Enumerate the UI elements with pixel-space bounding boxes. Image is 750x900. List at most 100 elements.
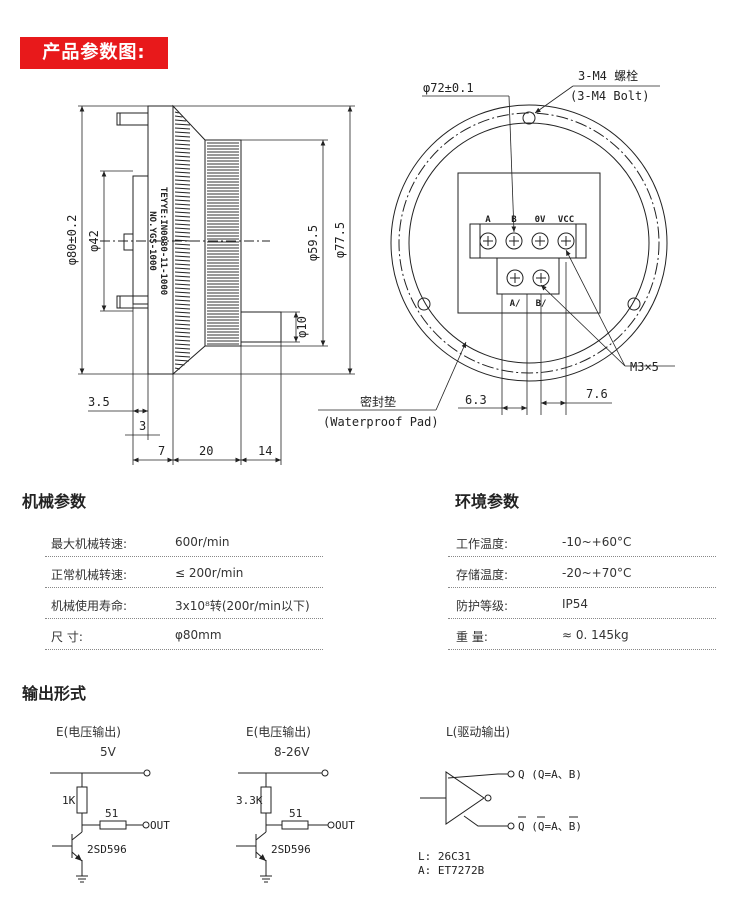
dial-tick (174, 307, 191, 310)
env-params-title: 环境参数 (455, 492, 520, 511)
param-label: 存储温度: (456, 568, 509, 582)
dial-tick (174, 367, 180, 370)
param-value: -10~+60°C (562, 535, 632, 549)
dial-tick (174, 143, 191, 146)
dial-tick (174, 171, 191, 174)
dial-tick (174, 231, 191, 234)
dial-tick (174, 179, 191, 182)
dial-tick (174, 271, 191, 274)
dial-tick (174, 187, 191, 190)
mech-params-title: 机械参数 (22, 492, 87, 511)
env-row-weight: 重 量:≈ 0. 145kg (448, 619, 716, 650)
mech-params-table: 最大机械转速:600r/min 正常机械转速:≤ 200r/min 机械使用寿命… (45, 526, 323, 650)
param-value: IP54 (562, 597, 589, 611)
terminal-b: B (511, 215, 517, 225)
c1-r1: 1K (62, 794, 76, 807)
dial-tick (174, 283, 191, 286)
dial-tick (174, 323, 191, 326)
dial-tick (174, 167, 191, 170)
pad-label-cn: 密封垫 (360, 394, 396, 409)
dial-tick (174, 295, 191, 298)
c3-a-note: A: ET7272B (418, 864, 485, 877)
dial-tick (174, 215, 191, 218)
param-label: 最大机械转速: (51, 537, 128, 551)
dial-tick (174, 199, 191, 202)
env-params-table: 工作温度:-10~+60°C 存储温度:-20~+70°C 防护等级:IP54 … (448, 526, 716, 650)
dial-tick (174, 123, 190, 126)
dial-tick (174, 203, 191, 206)
mech-row-normal-speed: 正常机械转速:≤ 200r/min (45, 557, 323, 588)
dial-tick (174, 303, 191, 306)
dim-6-3: 6.3 (465, 393, 487, 407)
c1-out: OUT (150, 819, 170, 832)
dial-tick (174, 343, 191, 346)
param-label: 尺 寸: (51, 630, 83, 644)
dial-tick (174, 139, 191, 142)
dial-tick (174, 291, 191, 294)
dial-tick (174, 111, 179, 114)
dial-tick (174, 239, 191, 242)
dial-tick (174, 227, 191, 230)
dim-7-6: 7.6 (586, 387, 608, 401)
output-circuits: 1K 51 OUT 2SD596 3.3K 51 OUT 2SD596 Q (Q… (50, 768, 582, 883)
dial-tick (174, 163, 191, 166)
dial-tick (174, 327, 191, 330)
dial-tick (174, 259, 191, 262)
param-value: ≤ 200r/min (175, 566, 244, 580)
dial-tick (174, 263, 191, 266)
dial-tick (174, 243, 191, 246)
page-banner: 产品参数图: (20, 37, 168, 69)
circuit1-voltage: 5V (100, 745, 116, 759)
dial-tick (174, 219, 191, 222)
param-value: ≈ 0. 145kg (562, 628, 629, 642)
mech-row-size: 尺 寸:φ80mm (45, 619, 323, 650)
dial-tick (174, 359, 190, 362)
terminal-a-bar: A/ (510, 299, 521, 309)
dial-tick (174, 207, 191, 210)
c2-transistor: 2SD596 (271, 843, 311, 856)
dial-tick (174, 267, 191, 270)
dial-tick (174, 335, 191, 338)
dial-tick (174, 247, 191, 250)
env-row-work-temp: 工作温度: -10~+60°C (448, 526, 716, 557)
dial-tick (174, 159, 191, 162)
dial-tick (174, 279, 191, 282)
terminal-vcc: VCC (558, 215, 574, 225)
c2-r2: 51 (289, 807, 302, 820)
dial-tick (174, 235, 191, 238)
dim-7: 7 (158, 444, 165, 458)
dial-tick (174, 363, 185, 366)
dial-tick (174, 275, 191, 278)
dial-tick (174, 151, 191, 154)
dial-tick (174, 223, 191, 226)
c3-qbar: Q (Q=A、B) (518, 820, 582, 833)
dial-tick (174, 311, 191, 314)
param-value: -20~+70°C (562, 566, 632, 580)
dial-tick (174, 155, 191, 158)
dial-tick (174, 299, 191, 302)
param-value: 3x10⁸转(200r/min以下) (175, 599, 310, 613)
dial-tick (174, 319, 191, 322)
dim-phi42: φ42 (87, 230, 101, 252)
dimension-drawing: TEYYE:IN0080-11-1000 NO.YGS-1000 (65, 68, 675, 465)
dial-tick (174, 351, 191, 354)
dial-tick (174, 287, 191, 290)
terminal-0v: 0V (535, 215, 546, 225)
dim-phi10: φ10 (295, 316, 309, 338)
dial-tick (174, 251, 191, 254)
param-value: 600r/min (175, 535, 230, 549)
c2-out: OUT (335, 819, 355, 832)
encoder-label-line1: TEYYE:IN0080-11-1000 (158, 187, 168, 295)
dial-tick (174, 347, 191, 350)
dial-tick (174, 119, 187, 122)
c3-q: Q (Q=A、B) (518, 768, 582, 781)
c1-transistor: 2SD596 (87, 843, 127, 856)
dial-tick (174, 175, 191, 178)
circuit3-title: L(驱动输出) (446, 725, 511, 739)
dim-phi59-5: φ59.5 (306, 225, 320, 261)
mech-row-max-speed: 最大机械转速: 600r/min (45, 526, 323, 557)
dial-tick (174, 191, 191, 194)
dim-phi80: φ80±0.2 (65, 215, 79, 266)
dial-tick (174, 315, 191, 318)
param-label: 工作温度: (456, 537, 509, 551)
